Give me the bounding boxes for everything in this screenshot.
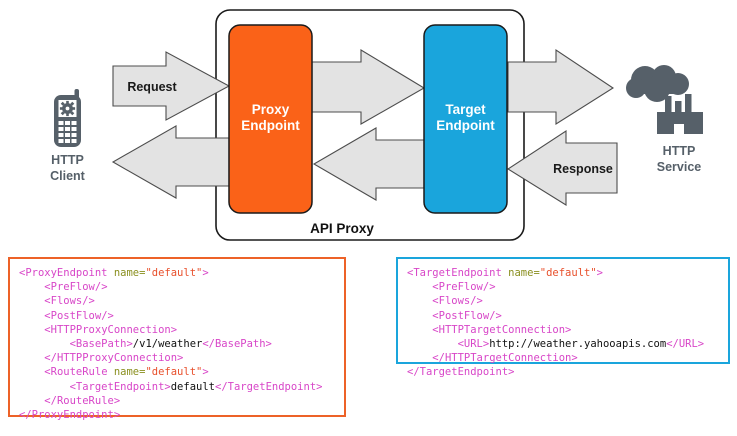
- cloud-factory-icon: [626, 65, 703, 134]
- proxy-endpoint-label-line1: Proxy: [252, 102, 290, 117]
- target-endpoint-label-line1: Target: [445, 102, 486, 117]
- service-to-target-arrow: Response: [506, 129, 618, 206]
- target-endpoint-code-panel: <TargetEndpoint name="default"> <PreFlow…: [396, 257, 730, 378]
- target-endpoint-label-line2: Endpoint: [436, 118, 495, 133]
- http-client-node: HTTP Client: [50, 89, 86, 183]
- request-arrow-label: Request: [127, 80, 177, 94]
- target-to-service-arrow: [507, 48, 615, 125]
- http-client-label-line1: HTTP: [51, 153, 84, 167]
- target-endpoint-rect[interactable]: [423, 24, 508, 214]
- proxy-endpoint-code-text: <ProxyEndpoint name="default"> <PreFlow/…: [19, 267, 323, 422]
- request-arrow: Request: [112, 51, 231, 121]
- proxy-endpoint-label-line2: Endpoint: [241, 118, 300, 133]
- proxy-endpoint-box[interactable]: Proxy Endpoint: [228, 24, 313, 214]
- mobile-phone-gear-icon: [54, 89, 81, 147]
- http-service-node: HTTP Service: [626, 65, 703, 174]
- proxy-endpoint-code-panel: <ProxyEndpoint name="default"> <PreFlow/…: [8, 257, 346, 421]
- proxy-endpoint-rect[interactable]: [228, 24, 313, 214]
- proxy-to-client-arrow: [111, 125, 230, 199]
- http-service-label-line1: HTTP: [663, 144, 696, 158]
- api-proxy-container-label: API Proxy: [310, 221, 374, 236]
- response-arrow-label: Response: [553, 162, 613, 176]
- proxy-to-target-arrow: [311, 49, 426, 125]
- http-client-label-line2: Client: [50, 169, 86, 183]
- target-endpoint-box[interactable]: Target Endpoint: [423, 24, 508, 214]
- target-endpoint-code-text: <TargetEndpoint name="default"> <PreFlow…: [407, 267, 705, 379]
- target-to-proxy-arrow: [312, 127, 425, 201]
- api-proxy-diagram: Request Response Proxy Endpoint: [50, 9, 703, 241]
- http-service-label-line2: Service: [657, 160, 702, 174]
